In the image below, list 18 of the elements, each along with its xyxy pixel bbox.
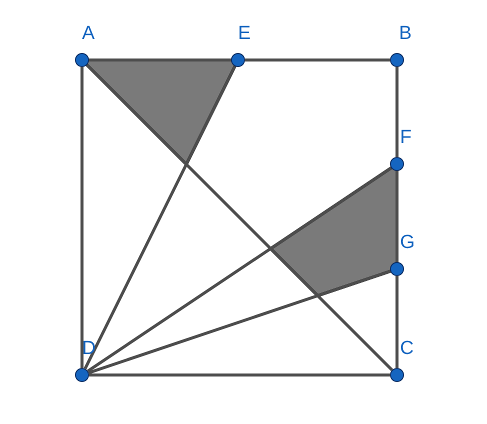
line-segment	[396, 171, 398, 262]
line-segment	[89, 58, 231, 62]
point-label: E	[238, 24, 251, 43]
point-label: A	[82, 24, 95, 43]
line-segment	[396, 276, 398, 368]
line-segment	[86, 64, 394, 372]
line-segment	[86, 166, 392, 372]
line-segment	[89, 374, 390, 376]
point-label: B	[399, 24, 412, 43]
line-segment	[84, 66, 236, 370]
point-label: G	[400, 233, 415, 252]
point-label: F	[400, 128, 412, 147]
line-segment	[80, 67, 84, 368]
line-segment	[245, 58, 390, 62]
line-segment	[88, 270, 391, 374]
line-segment	[396, 67, 398, 157]
point-label: C	[400, 339, 414, 358]
point-label: D	[82, 339, 96, 358]
